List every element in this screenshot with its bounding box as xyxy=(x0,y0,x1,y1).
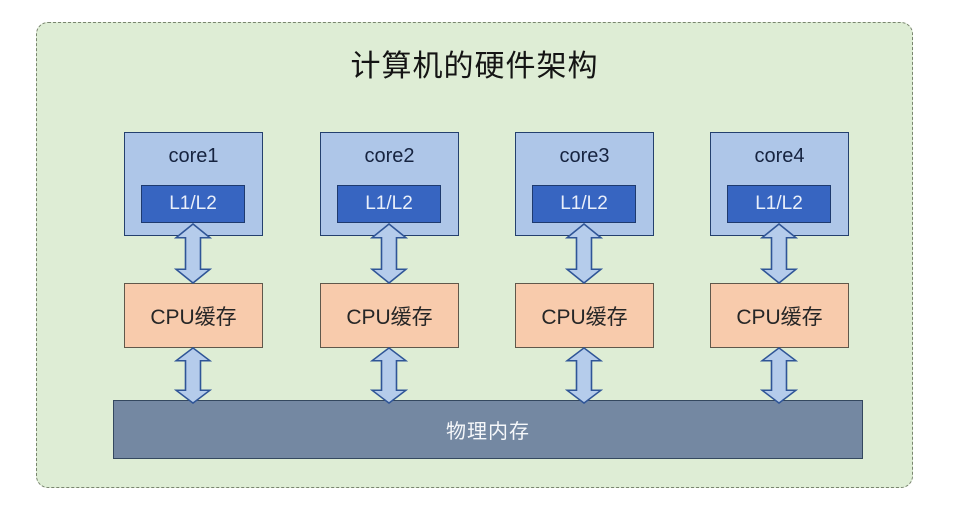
l1l2-box: L1/L2 xyxy=(141,185,245,223)
core-label: core2 xyxy=(364,145,415,167)
double-arrow-icon xyxy=(370,347,408,404)
l1l2-label: L1/L2 xyxy=(560,193,608,214)
double-arrow-icon xyxy=(565,223,603,284)
cpu-cache-label: CPU缓存 xyxy=(736,305,823,329)
l1l2-box: L1/L2 xyxy=(727,185,831,223)
cpu-cache-box: CPU缓存 xyxy=(124,283,263,348)
l1l2-label: L1/L2 xyxy=(755,193,803,214)
double-arrow-icon xyxy=(565,347,603,404)
double-arrow-icon xyxy=(370,223,408,284)
l1l2-box: L1/L2 xyxy=(532,185,636,223)
cpu-cache-label: CPU缓存 xyxy=(150,305,237,329)
double-arrow-icon xyxy=(760,347,798,404)
cpu-cache-box: CPU缓存 xyxy=(710,283,849,348)
l1l2-box: L1/L2 xyxy=(337,185,441,223)
double-arrow-icon xyxy=(174,223,212,284)
cpu-cache-label: CPU缓存 xyxy=(346,305,433,329)
double-arrow-icon xyxy=(760,223,798,284)
memory-box: 物理内存 xyxy=(113,400,863,459)
core-box: core2 L1/L2 xyxy=(320,132,459,236)
double-arrow-icon xyxy=(174,347,212,404)
l1l2-label: L1/L2 xyxy=(365,193,413,214)
l1l2-label: L1/L2 xyxy=(169,193,217,214)
core-label: core3 xyxy=(559,145,610,167)
core-box: core1 L1/L2 xyxy=(124,132,263,236)
core-box: core3 L1/L2 xyxy=(515,132,654,236)
memory-label: 物理内存 xyxy=(446,421,530,443)
cpu-cache-label: CPU缓存 xyxy=(541,305,628,329)
cpu-cache-box: CPU缓存 xyxy=(320,283,459,348)
core-box: core4 L1/L2 xyxy=(710,132,849,236)
core-label: core4 xyxy=(754,145,805,167)
cpu-cache-box: CPU缓存 xyxy=(515,283,654,348)
diagram-title: 计算机的硬件架构 xyxy=(350,50,599,83)
core-label: core1 xyxy=(168,145,219,167)
